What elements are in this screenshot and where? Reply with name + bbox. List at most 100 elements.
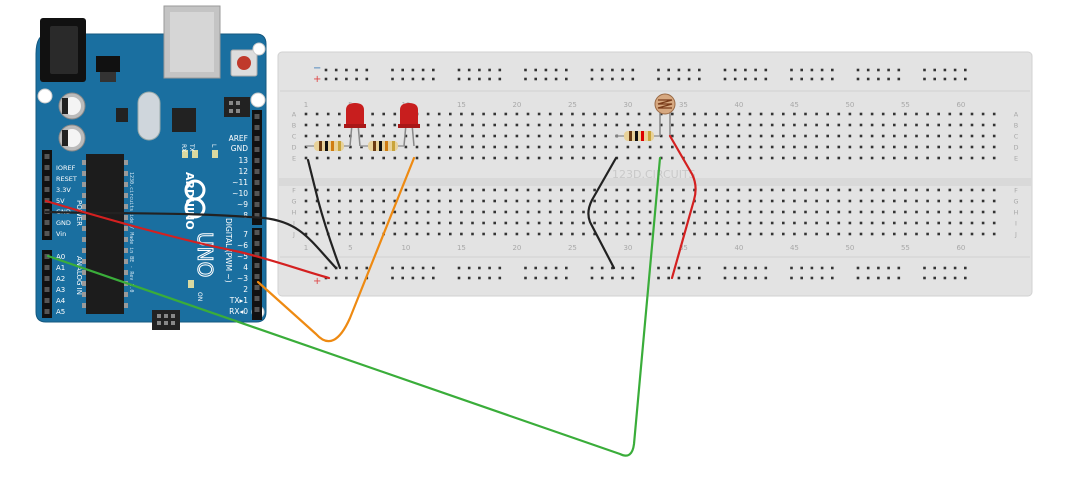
breadboard-hole[interactable] [637,188,641,192]
breadboard-hole[interactable] [826,145,829,149]
header-pin[interactable] [254,180,260,185]
breadboard-hole[interactable] [893,134,896,138]
header-pin[interactable] [44,298,50,303]
breadboard-hole[interactable] [671,112,674,116]
breadboard-hole[interactable] [682,112,685,116]
breadboard-hole[interactable] [992,123,996,127]
breadboard-hole[interactable] [682,145,685,149]
breadboard-hole[interactable] [560,221,563,225]
breadboard-hole[interactable] [959,221,963,225]
breadboard-hole[interactable] [793,232,796,236]
rail-hole[interactable] [534,276,537,280]
breadboard-hole[interactable] [726,210,730,214]
rail-hole[interactable] [831,68,834,72]
breadboard-hole[interactable] [870,134,874,138]
breadboard-hole[interactable] [826,188,829,192]
rail-hole[interactable] [467,77,471,81]
breadboard-hole[interactable] [504,199,508,203]
rail-hole[interactable] [733,68,737,72]
breadboard-hole[interactable] [915,232,918,236]
breadboard-hole[interactable] [870,156,874,160]
breadboard-hole[interactable] [837,123,841,127]
breadboard-hole[interactable] [604,145,607,149]
rail-hole[interactable] [457,276,461,280]
breadboard-hole[interactable] [504,221,508,225]
breadboard-hole[interactable] [748,232,752,236]
rail-hole[interactable] [590,266,594,270]
breadboard-hole[interactable] [637,199,641,203]
breadboard-hole[interactable] [770,199,774,203]
rail-hole[interactable] [733,266,737,270]
breadboard-hole[interactable] [826,232,829,236]
breadboard-hole[interactable] [382,199,385,203]
breadboard-hole[interactable] [426,221,430,225]
breadboard-hole[interactable] [715,210,718,214]
breadboard-hole[interactable] [804,232,807,236]
rail-hole[interactable] [723,77,727,81]
breadboard-hole[interactable] [349,199,352,203]
breadboard-hole[interactable] [715,145,718,149]
rail-hole[interactable] [524,276,527,280]
header-pin[interactable] [254,114,260,119]
rail-hole[interactable] [467,68,471,72]
breadboard-hole[interactable] [471,123,474,127]
rail-hole[interactable] [544,276,548,280]
rail-hole[interactable] [698,77,701,81]
breadboard-hole[interactable] [737,188,741,192]
breadboard-hole[interactable] [815,210,818,214]
breadboard-hole[interactable] [304,221,308,225]
breadboard-hole[interactable] [948,134,952,138]
breadboard-hole[interactable] [893,221,896,225]
breadboard-hole[interactable] [848,188,852,192]
breadboard-hole[interactable] [326,210,330,214]
breadboard-hole[interactable] [659,199,663,203]
breadboard-hole[interactable] [926,145,929,149]
breadboard-hole[interactable] [304,210,308,214]
breadboard-hole[interactable] [770,156,774,160]
breadboard-hole[interactable] [726,145,730,149]
breadboard-hole[interactable] [571,188,574,192]
rail-hole[interactable] [723,276,727,280]
breadboard-hole[interactable] [870,188,874,192]
rail-hole[interactable] [733,276,737,280]
breadboard-hole[interactable] [770,134,774,138]
breadboard-hole[interactable] [881,123,885,127]
header-pin[interactable] [44,265,50,270]
breadboard-hole[interactable] [848,134,852,138]
breadboard-hole[interactable] [904,221,907,225]
breadboard-hole[interactable] [482,112,485,116]
breadboard-hole[interactable] [659,123,663,127]
breadboard-hole[interactable] [926,188,929,192]
breadboard-hole[interactable] [615,232,619,236]
breadboard-hole[interactable] [648,221,652,225]
rail-hole[interactable] [764,276,768,280]
rail-hole[interactable] [933,77,936,81]
breadboard-hole[interactable] [948,145,952,149]
breadboard-hole[interactable] [837,134,841,138]
rail-hole[interactable] [524,68,527,72]
breadboard-hole[interactable] [526,188,530,192]
breadboard-hole[interactable] [504,134,508,138]
breadboard-hole[interactable] [759,123,763,127]
breadboard-hole[interactable] [748,199,752,203]
rail-hole[interactable] [411,276,415,280]
breadboard-hole[interactable] [338,188,341,192]
rail-hole[interactable] [657,68,660,72]
breadboard-hole[interactable] [881,232,885,236]
breadboard-hole[interactable] [615,199,619,203]
breadboard-hole[interactable] [604,156,607,160]
breadboard-hole[interactable] [515,156,519,160]
breadboard-hole[interactable] [893,199,896,203]
breadboard-hole[interactable] [626,188,630,192]
breadboard-hole[interactable] [959,199,963,203]
breadboard-hole[interactable] [737,221,741,225]
breadboard-hole[interactable] [371,123,374,127]
breadboard-hole[interactable] [948,232,952,236]
breadboard-hole[interactable] [437,156,441,160]
rail-hole[interactable] [964,266,967,270]
breadboard-hole[interactable] [449,156,452,160]
breadboard-hole[interactable] [393,199,397,203]
breadboard-hole[interactable] [848,210,852,214]
breadboard-hole[interactable] [515,112,519,116]
breadboard-hole[interactable] [659,156,663,160]
